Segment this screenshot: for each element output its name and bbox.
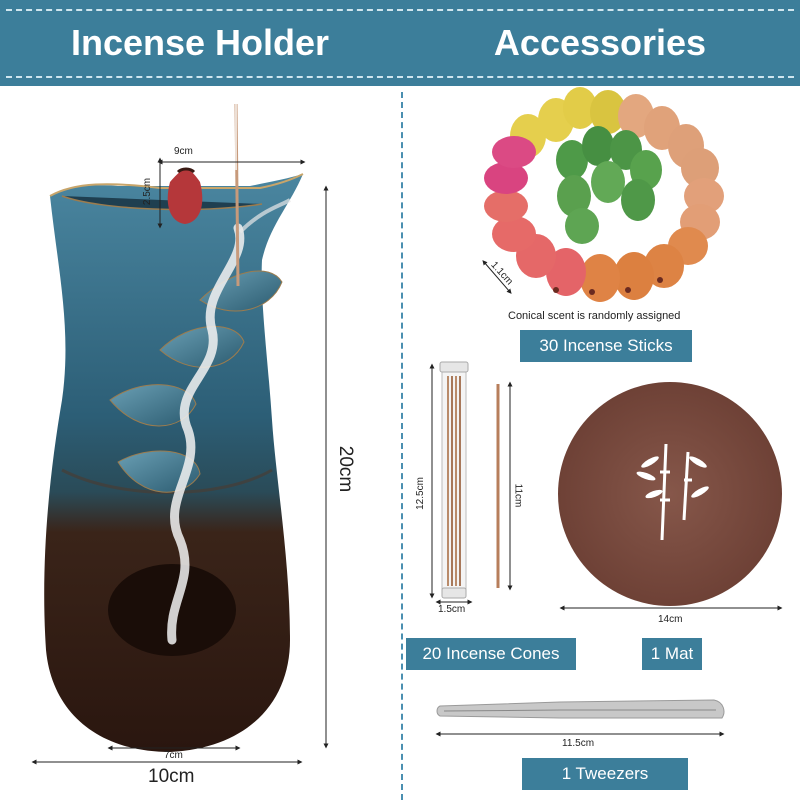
cone-magenta	[484, 136, 536, 194]
stick-dimension-lines	[429, 363, 513, 605]
cone-orange	[580, 227, 708, 302]
incense-stick-tube	[439, 361, 469, 599]
cone-scent-note: Conical scent is randomly assigned	[508, 310, 681, 322]
cone-yellow	[510, 87, 626, 158]
mat-badge: 1 Mat	[642, 638, 702, 670]
incense-cones-badge: 20 Incense Cones	[406, 638, 576, 670]
cone-coral	[484, 190, 586, 296]
holder-top-label: 9cm	[174, 146, 193, 157]
tweezers-badge: 1 Tweezers	[522, 758, 688, 790]
holder-height-label: 20cm	[335, 445, 357, 493]
incense-sticks-badge: 30 Incense Sticks	[520, 330, 692, 362]
cone-peach	[618, 94, 724, 240]
cone-height-label: 2.5cm	[142, 177, 154, 206]
tube-height-label: 12.5cm	[414, 477, 426, 510]
holder-dimension-lines	[31, 157, 329, 765]
stick-height-label: 11cm	[512, 483, 524, 508]
section-divider	[401, 92, 403, 800]
header-banner: Incense Holder Accessories	[0, 0, 800, 86]
holder-base-label: 7cm	[164, 750, 183, 761]
header-dashed-border-top	[6, 9, 794, 11]
incense-cones-group	[484, 87, 724, 302]
tweezers	[436, 699, 725, 719]
cone-green	[556, 126, 662, 244]
accessories-title: Accessories	[493, 22, 707, 63]
mat-diameter-label: 14cm	[658, 614, 683, 625]
tube-width-label: 1.5cm	[438, 604, 466, 615]
cone-size-line	[482, 260, 512, 294]
incense-holder-title: Incense Holder	[70, 22, 330, 63]
incense-mat	[558, 382, 782, 606]
bamboo-icon	[660, 443, 692, 541]
incense-holder-vase	[44, 103, 304, 752]
header-dashed-border-bottom	[6, 76, 794, 78]
tweezers-length-label: 11.5cm	[562, 738, 595, 749]
holder-width-label: 10cm	[148, 766, 195, 787]
